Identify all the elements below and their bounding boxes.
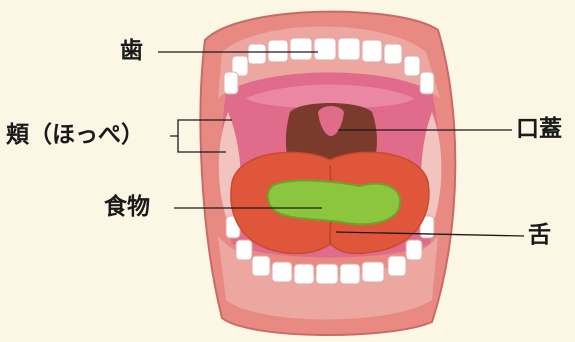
label-palate: 口蓋 — [516, 118, 562, 141]
cheek-bracket — [170, 120, 186, 152]
label-teeth: 歯 — [120, 40, 143, 63]
label-food: 食物 — [104, 196, 150, 219]
label-tongue: 舌 — [528, 224, 551, 247]
label-cheek: 頬（ほっぺ） — [6, 124, 144, 147]
